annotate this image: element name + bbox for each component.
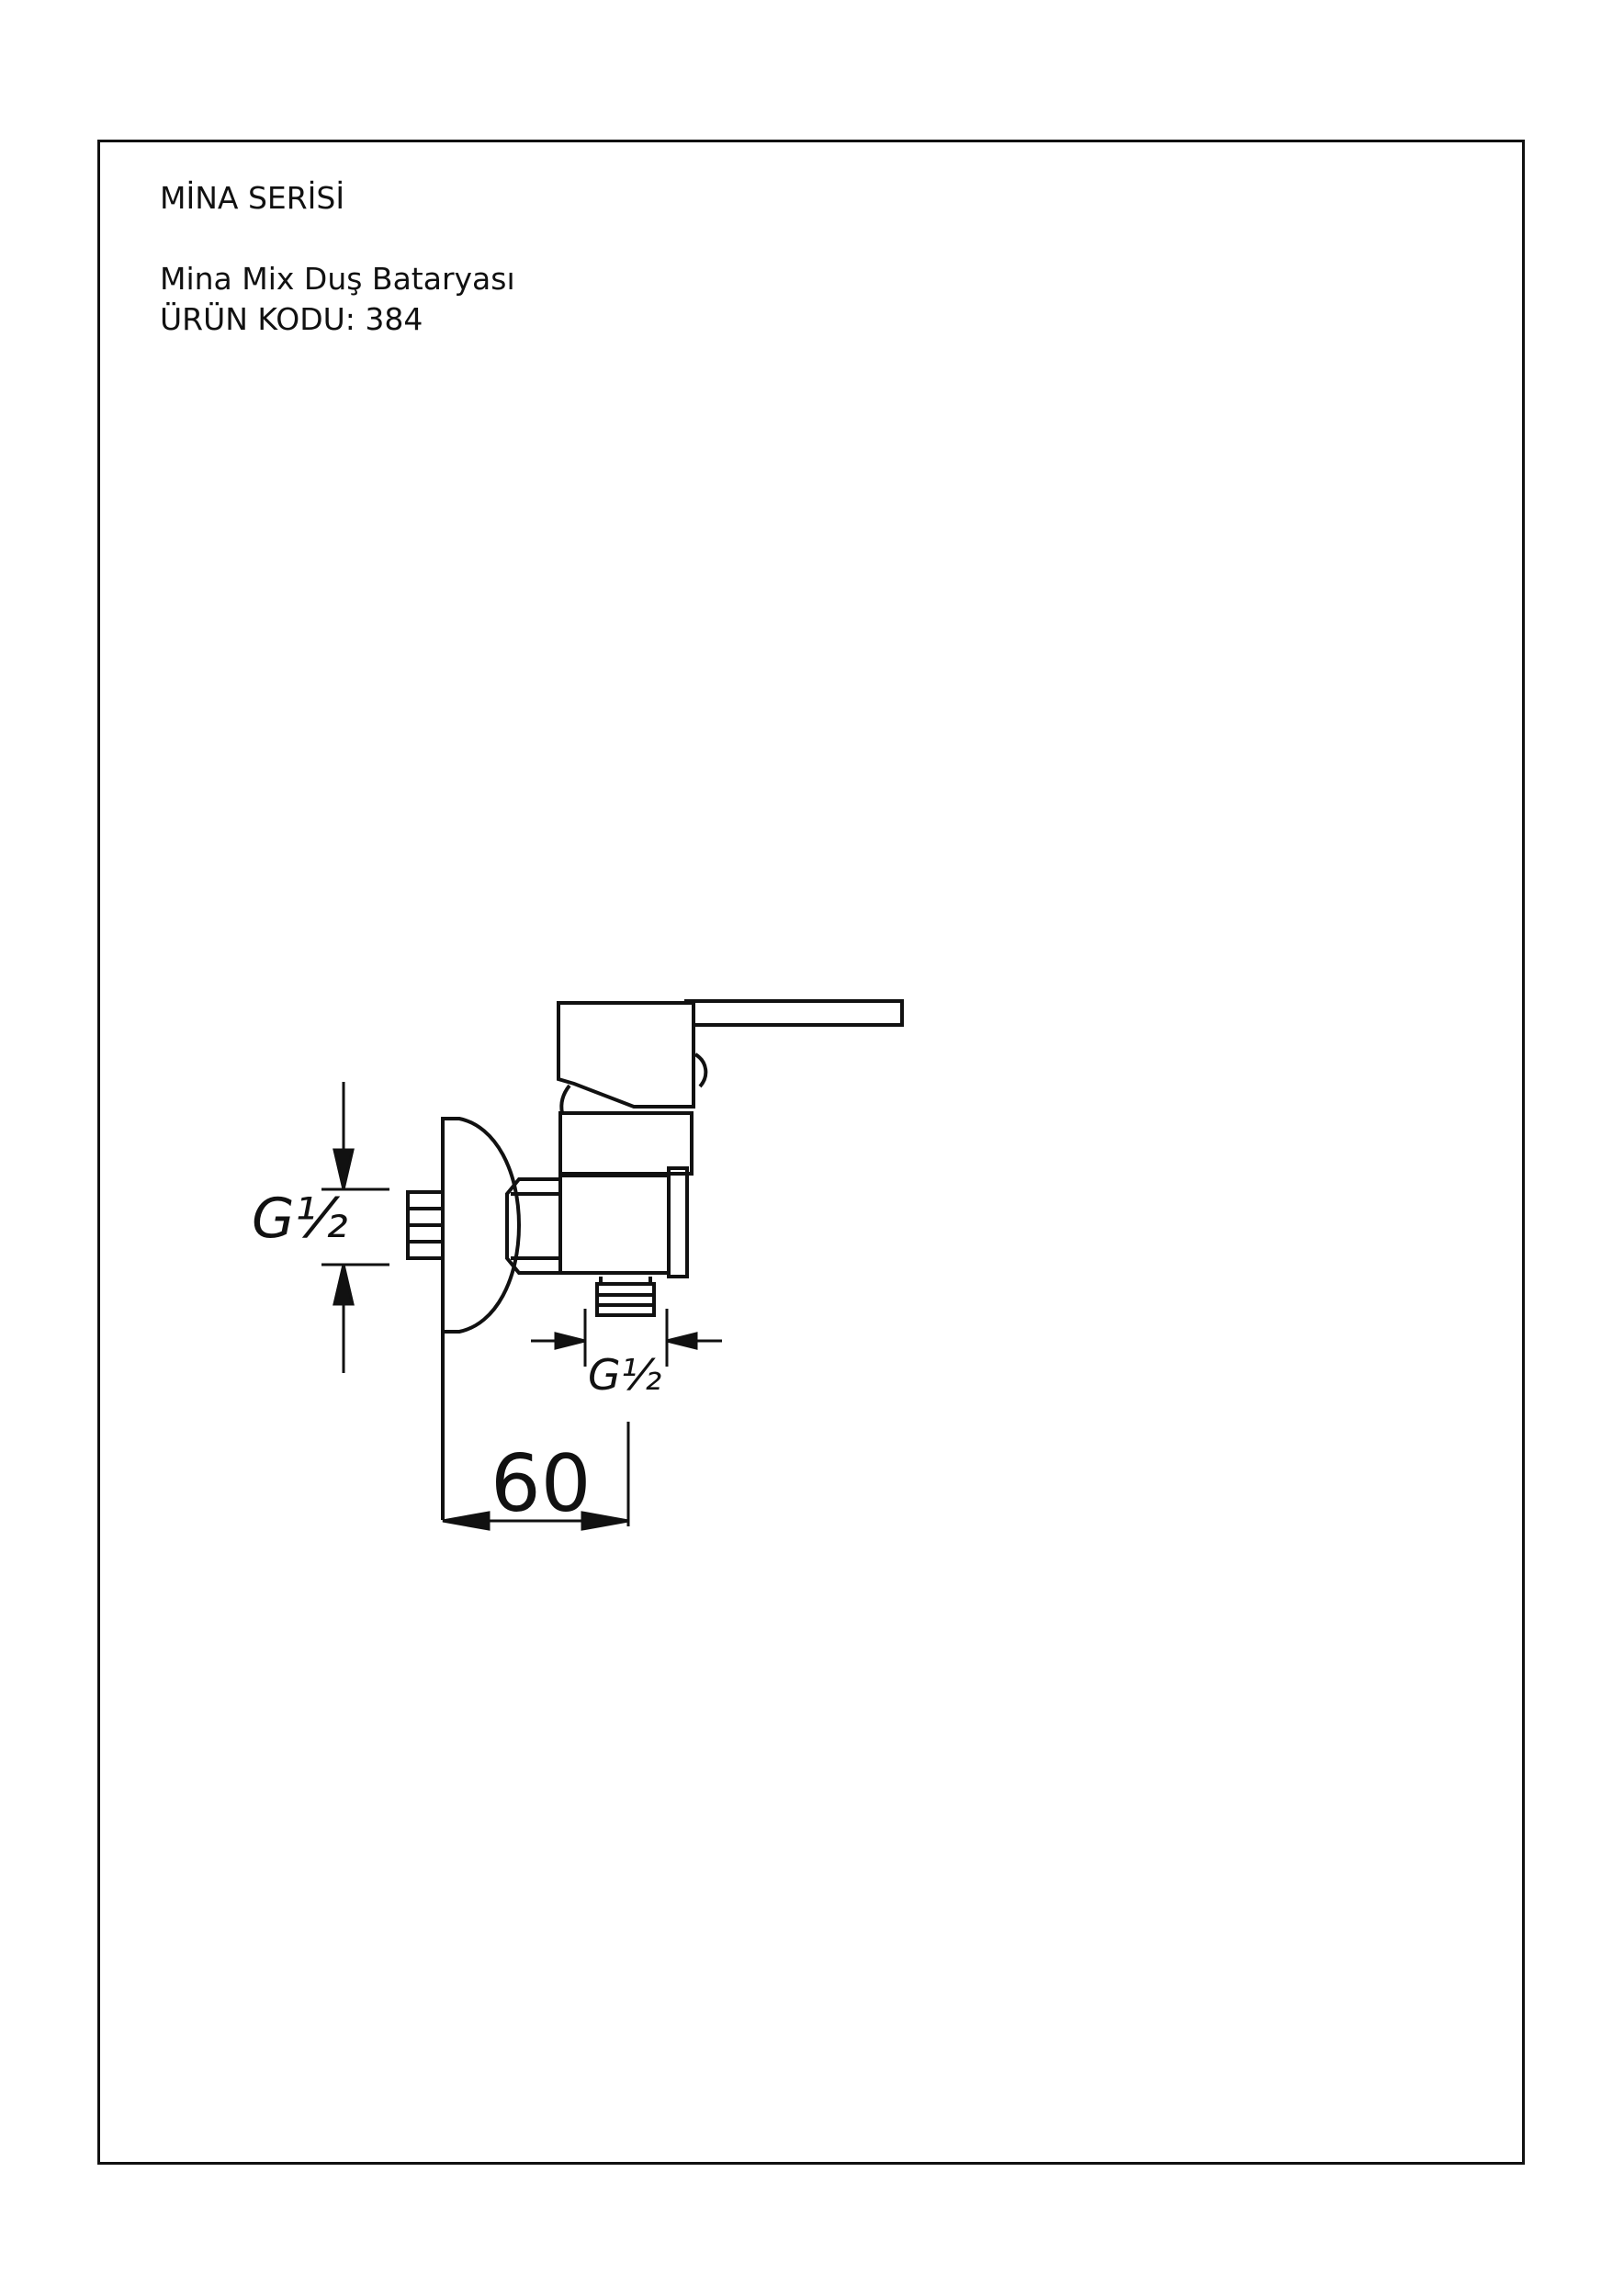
- handle-base: [557, 1001, 695, 1109]
- outlet-connector: [595, 1282, 656, 1317]
- lever-arm: [684, 999, 904, 1027]
- series-title: MİNA SERİSİ: [160, 180, 345, 216]
- arrow-down-icon: [333, 1148, 355, 1190]
- arrow-left-icon: [666, 1332, 698, 1350]
- product-name: Mina Mix Duş Bataryası: [160, 261, 515, 297]
- arrow-left-icon: [442, 1511, 491, 1531]
- inlet-thread-label: G½: [252, 1187, 348, 1251]
- arrow-right-icon: [554, 1332, 586, 1350]
- cartridge-body: [558, 1111, 694, 1176]
- projection-dimension-label: 60: [491, 1438, 591, 1530]
- arrow-right-icon: [581, 1511, 629, 1531]
- wall-plate: [441, 1117, 522, 1334]
- outlet-thread-label: G½: [588, 1350, 661, 1400]
- handle-neck: [559, 1084, 571, 1114]
- arrow-up-icon: [333, 1264, 355, 1306]
- drawing-frame: [97, 140, 1525, 2165]
- product-code: ÜRÜN KODU: 384: [160, 301, 423, 337]
